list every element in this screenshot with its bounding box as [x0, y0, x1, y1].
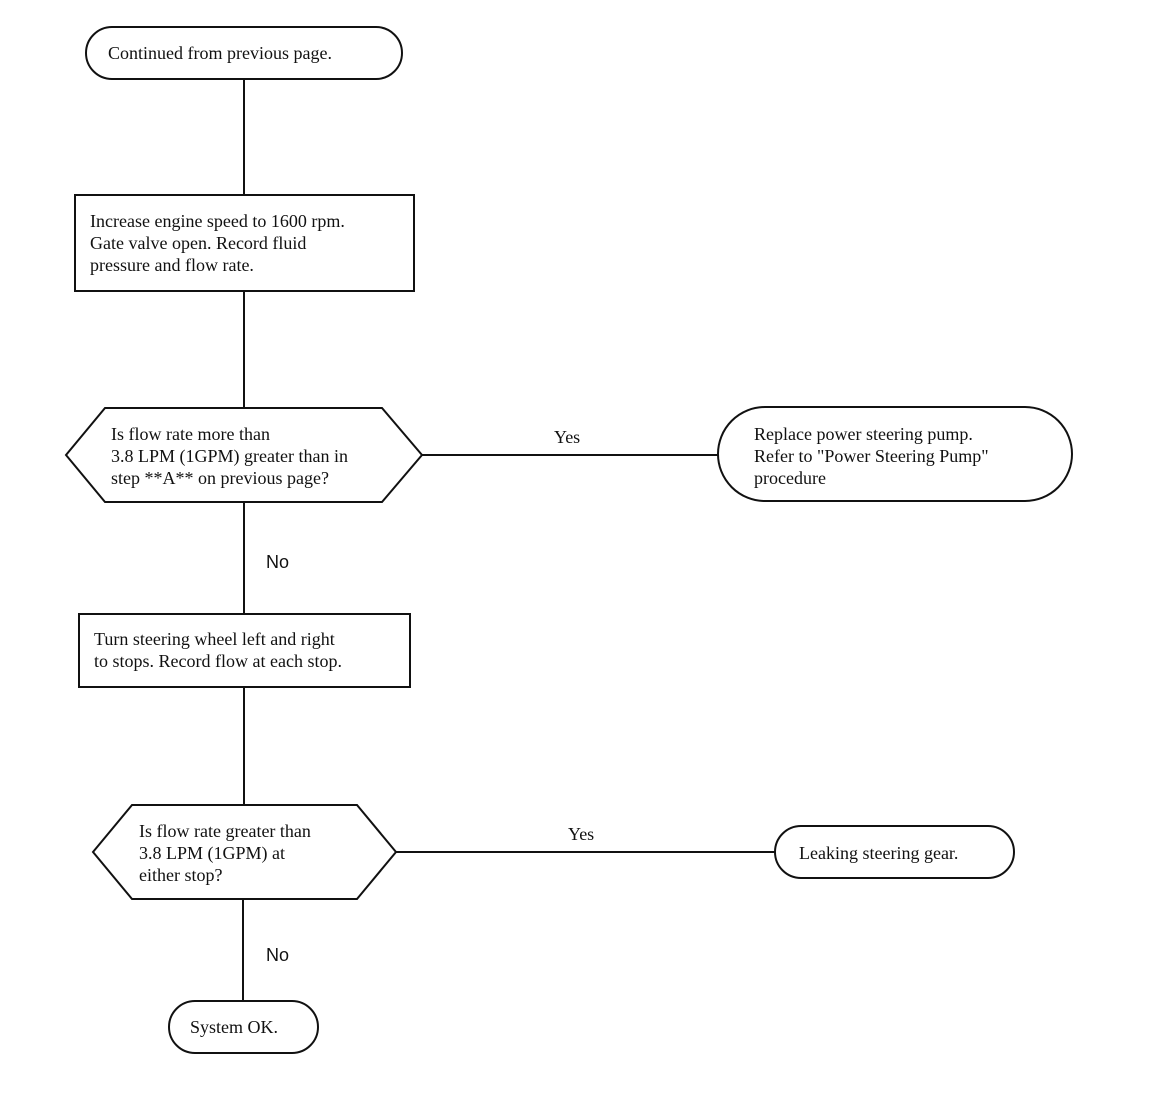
- replace-pump-line-2: Refer to "Power Steering Pump": [754, 446, 989, 466]
- decision-1-line-2: 3.8 LPM (1GPM) greater than in: [111, 446, 348, 466]
- end-terminator-leaking-gear: [774, 825, 1015, 879]
- turn-wheel-line-1: Turn steering wheel left and right: [94, 629, 335, 649]
- decision-hexagon-flow-rate-2: [91, 804, 398, 900]
- start-label: Continued from previous page.: [108, 43, 332, 63]
- decision-hexagon-flow-rate-1: [64, 407, 424, 503]
- decision-1-yes-label: Yes: [554, 427, 581, 447]
- decision-2-question: Is flow rate greater than 3.8 LPM (1GPM)…: [139, 820, 311, 886]
- process-box-turn-wheel: [78, 613, 411, 688]
- decision-2-line-2: 3.8 LPM (1GPM) at: [139, 843, 286, 863]
- decision-1-question: Is flow rate more than 3.8 LPM (1GPM) gr…: [111, 423, 348, 489]
- turn-wheel-label: Turn steering wheel left and right to st…: [94, 628, 342, 672]
- decision-2-yes-label: Yes: [568, 824, 595, 844]
- replace-pump-line-1: Replace power steering pump.: [754, 424, 973, 444]
- replace-pump-line-3: procedure: [754, 468, 826, 488]
- decision-2-line-1: Is flow rate greater than: [139, 821, 311, 841]
- end-terminator-replace-pump: [717, 406, 1073, 502]
- start-terminator: [85, 26, 403, 80]
- increase-speed-line-3: pressure and flow rate.: [90, 255, 254, 275]
- process-box-increase-speed: [74, 194, 415, 292]
- end-terminator-system-ok: [168, 1000, 319, 1054]
- replace-pump-label: Replace power steering pump. Refer to "P…: [754, 423, 989, 489]
- increase-speed-label: Increase engine speed to 1600 rpm. Gate …: [90, 210, 345, 276]
- decision-1-line-3: step **A** on previous page?: [111, 468, 329, 488]
- decision-1-no-label: No: [266, 552, 290, 572]
- system-ok-label: System OK.: [190, 1017, 279, 1037]
- decision-1-line-1: Is flow rate more than: [111, 424, 270, 444]
- leaking-gear-label: Leaking steering gear.: [799, 843, 959, 863]
- increase-speed-line-2: Gate valve open. Record fluid: [90, 233, 307, 253]
- increase-speed-line-1: Increase engine speed to 1600 rpm.: [90, 211, 345, 231]
- turn-wheel-line-2: to stops. Record flow at each stop.: [94, 651, 342, 671]
- decision-2-no-label: No: [266, 945, 290, 965]
- decision-2-line-3: either stop?: [139, 865, 223, 885]
